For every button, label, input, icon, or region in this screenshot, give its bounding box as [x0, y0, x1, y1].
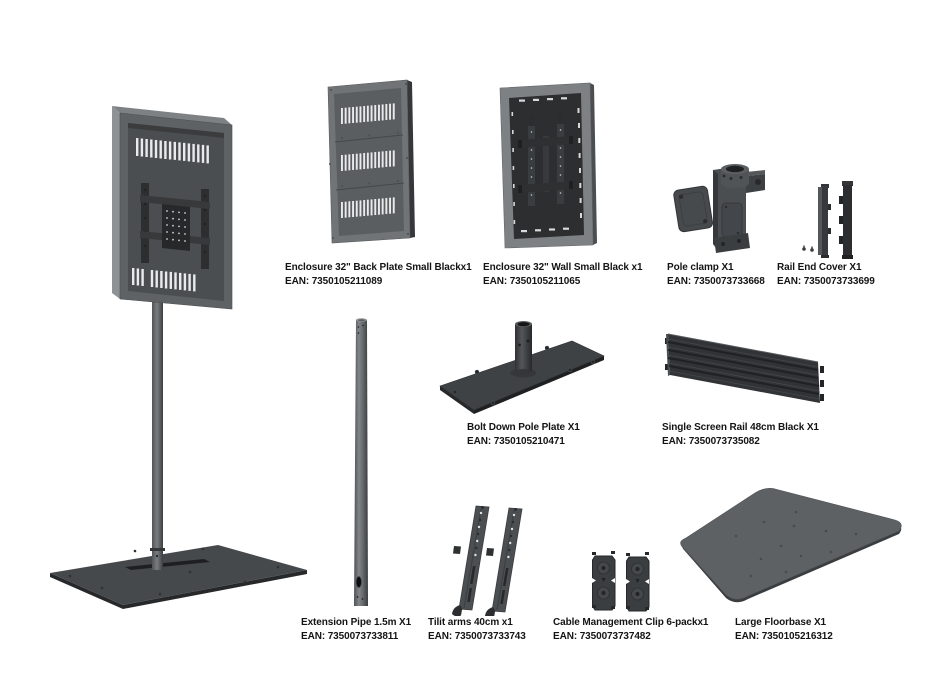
wall-enclosure-image — [499, 82, 597, 249]
label-wall-enclosure: Enclosure 32" Wall Small Black x1 EAN: 7… — [483, 261, 643, 289]
part-title: Single Screen Rail 48cm Black X1 — [662, 422, 819, 433]
part-ean: EAN: 7350105216312 — [735, 630, 833, 642]
part-title: Tilit arms 40cm x1 — [428, 617, 513, 628]
part-title: Bolt Down Pole Plate X1 — [467, 422, 580, 433]
bolt-down-pole-plate-image — [439, 321, 605, 414]
extension-pipe-image — [354, 318, 368, 606]
label-screen-rail: Single Screen Rail 48cm Black X1 EAN: 73… — [662, 421, 819, 449]
label-back-plate: Enclosure 32" Back Plate Small Blackx1 E… — [285, 261, 472, 289]
label-bolt-down-plate: Bolt Down Pole Plate X1 EAN: 73501052104… — [467, 421, 580, 449]
label-floorbase: Large Floorbase X1 EAN: 7350105216312 — [735, 616, 833, 644]
part-ean: EAN: 7350073733743 — [428, 630, 526, 642]
label-rail-end-cover: Rail End Cover X1 EAN: 7350073733699 — [777, 261, 875, 289]
part-title: Pole clamp X1 — [667, 262, 734, 273]
part-ean: EAN: 7350105211065 — [483, 275, 581, 287]
label-cable-clips: Cable Management Clip 6-packx1 EAN: 7350… — [553, 616, 708, 644]
floor-stand-image — [50, 106, 307, 609]
back-plate-image — [327, 79, 415, 244]
part-ean: EAN: 7350073733699 — [777, 275, 875, 287]
part-ean: EAN: 7350073733811 — [301, 630, 399, 642]
pole-clamp-image — [673, 164, 765, 253]
part-title: Large Floorbase X1 — [735, 617, 827, 628]
single-screen-rail-image — [665, 333, 824, 403]
part-ean: EAN: 7350073733668 — [667, 275, 765, 287]
part-title: Enclosure 32" Wall Small Black x1 — [483, 262, 643, 273]
part-title: Extension Pipe 1.5m X1 — [301, 617, 412, 628]
tilt-arms-image — [452, 505, 523, 616]
large-floorbase-image — [680, 488, 902, 603]
label-pole-clamp: Pole clamp X1 EAN: 7350073733668 — [667, 261, 765, 289]
part-ean: EAN: 7350105210471 — [467, 435, 565, 447]
part-title: Rail End Cover X1 — [777, 262, 862, 273]
part-ean: EAN: 7350073735082 — [662, 435, 760, 447]
rail-end-cover-image — [802, 181, 853, 259]
label-extension-pipe: Extension Pipe 1.5m X1 EAN: 735007373381… — [301, 616, 411, 644]
part-title: Enclosure 32" Back Plate Small Blackx1 — [285, 262, 472, 273]
label-tilt-arms: Tilit arms 40cm x1 EAN: 7350073733743 — [428, 616, 526, 644]
cable-clips-image — [592, 551, 650, 612]
part-ean: EAN: 7350073737482 — [553, 630, 651, 642]
part-title: Cable Management Clip 6-packx1 — [553, 617, 709, 628]
part-ean: EAN: 7350105211089 — [285, 275, 383, 287]
